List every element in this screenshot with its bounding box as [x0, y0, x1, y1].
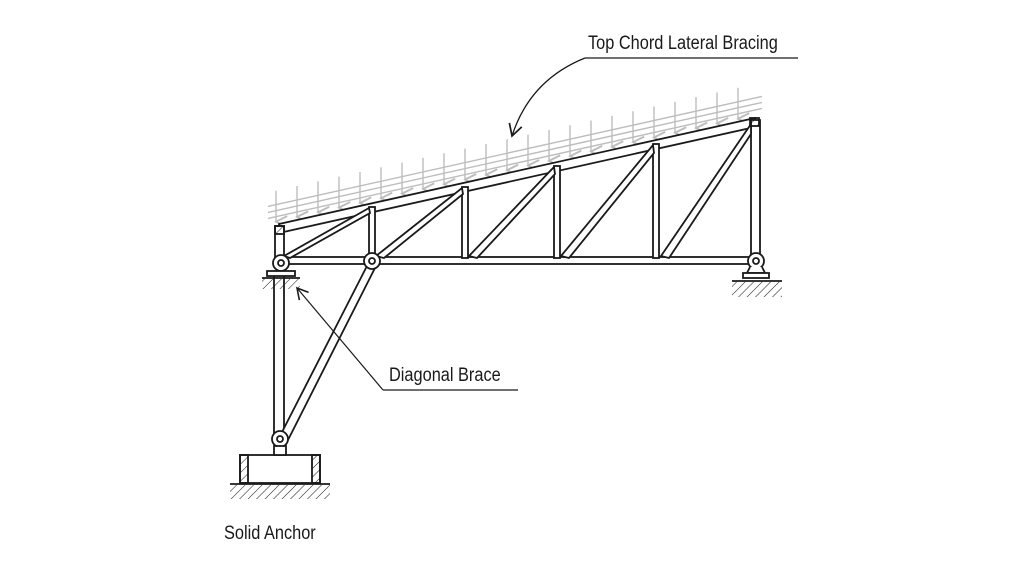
- bottom-chord: [280, 256, 757, 265]
- web-diagonal: [467, 165, 556, 260]
- label-top-chord-lateral-bracing: Top Chord Lateral Bracing: [588, 33, 778, 54]
- diagonal-brace: [278, 262, 378, 444]
- truss: [230, 116, 782, 499]
- vertical-member: [461, 186, 469, 259]
- web-diagonal: [559, 142, 655, 260]
- vertical-member: [652, 143, 660, 259]
- ground-hatch: [230, 485, 330, 499]
- solid-anchor-block: [239, 454, 321, 484]
- bracing-line: [267, 107, 763, 220]
- vertical-member: [553, 165, 561, 259]
- load-arrows: [267, 87, 763, 222]
- web-diagonal: [281, 206, 372, 259]
- label-diagonal-brace: Diagonal Brace: [389, 365, 501, 386]
- column: [273, 271, 285, 441]
- bracing-line: [267, 101, 763, 214]
- label-solid-anchor: Solid Anchor: [224, 523, 316, 544]
- left-support-plate: [266, 270, 296, 277]
- web-diagonal: [659, 121, 752, 260]
- bracing-line: [267, 95, 763, 208]
- vertical-member: [368, 206, 376, 259]
- leader-top-bracing: [508, 57, 586, 138]
- right-end-post: [750, 119, 761, 259]
- web-diagonal: [374, 186, 464, 259]
- leader-diagonal-brace: [295, 286, 384, 391]
